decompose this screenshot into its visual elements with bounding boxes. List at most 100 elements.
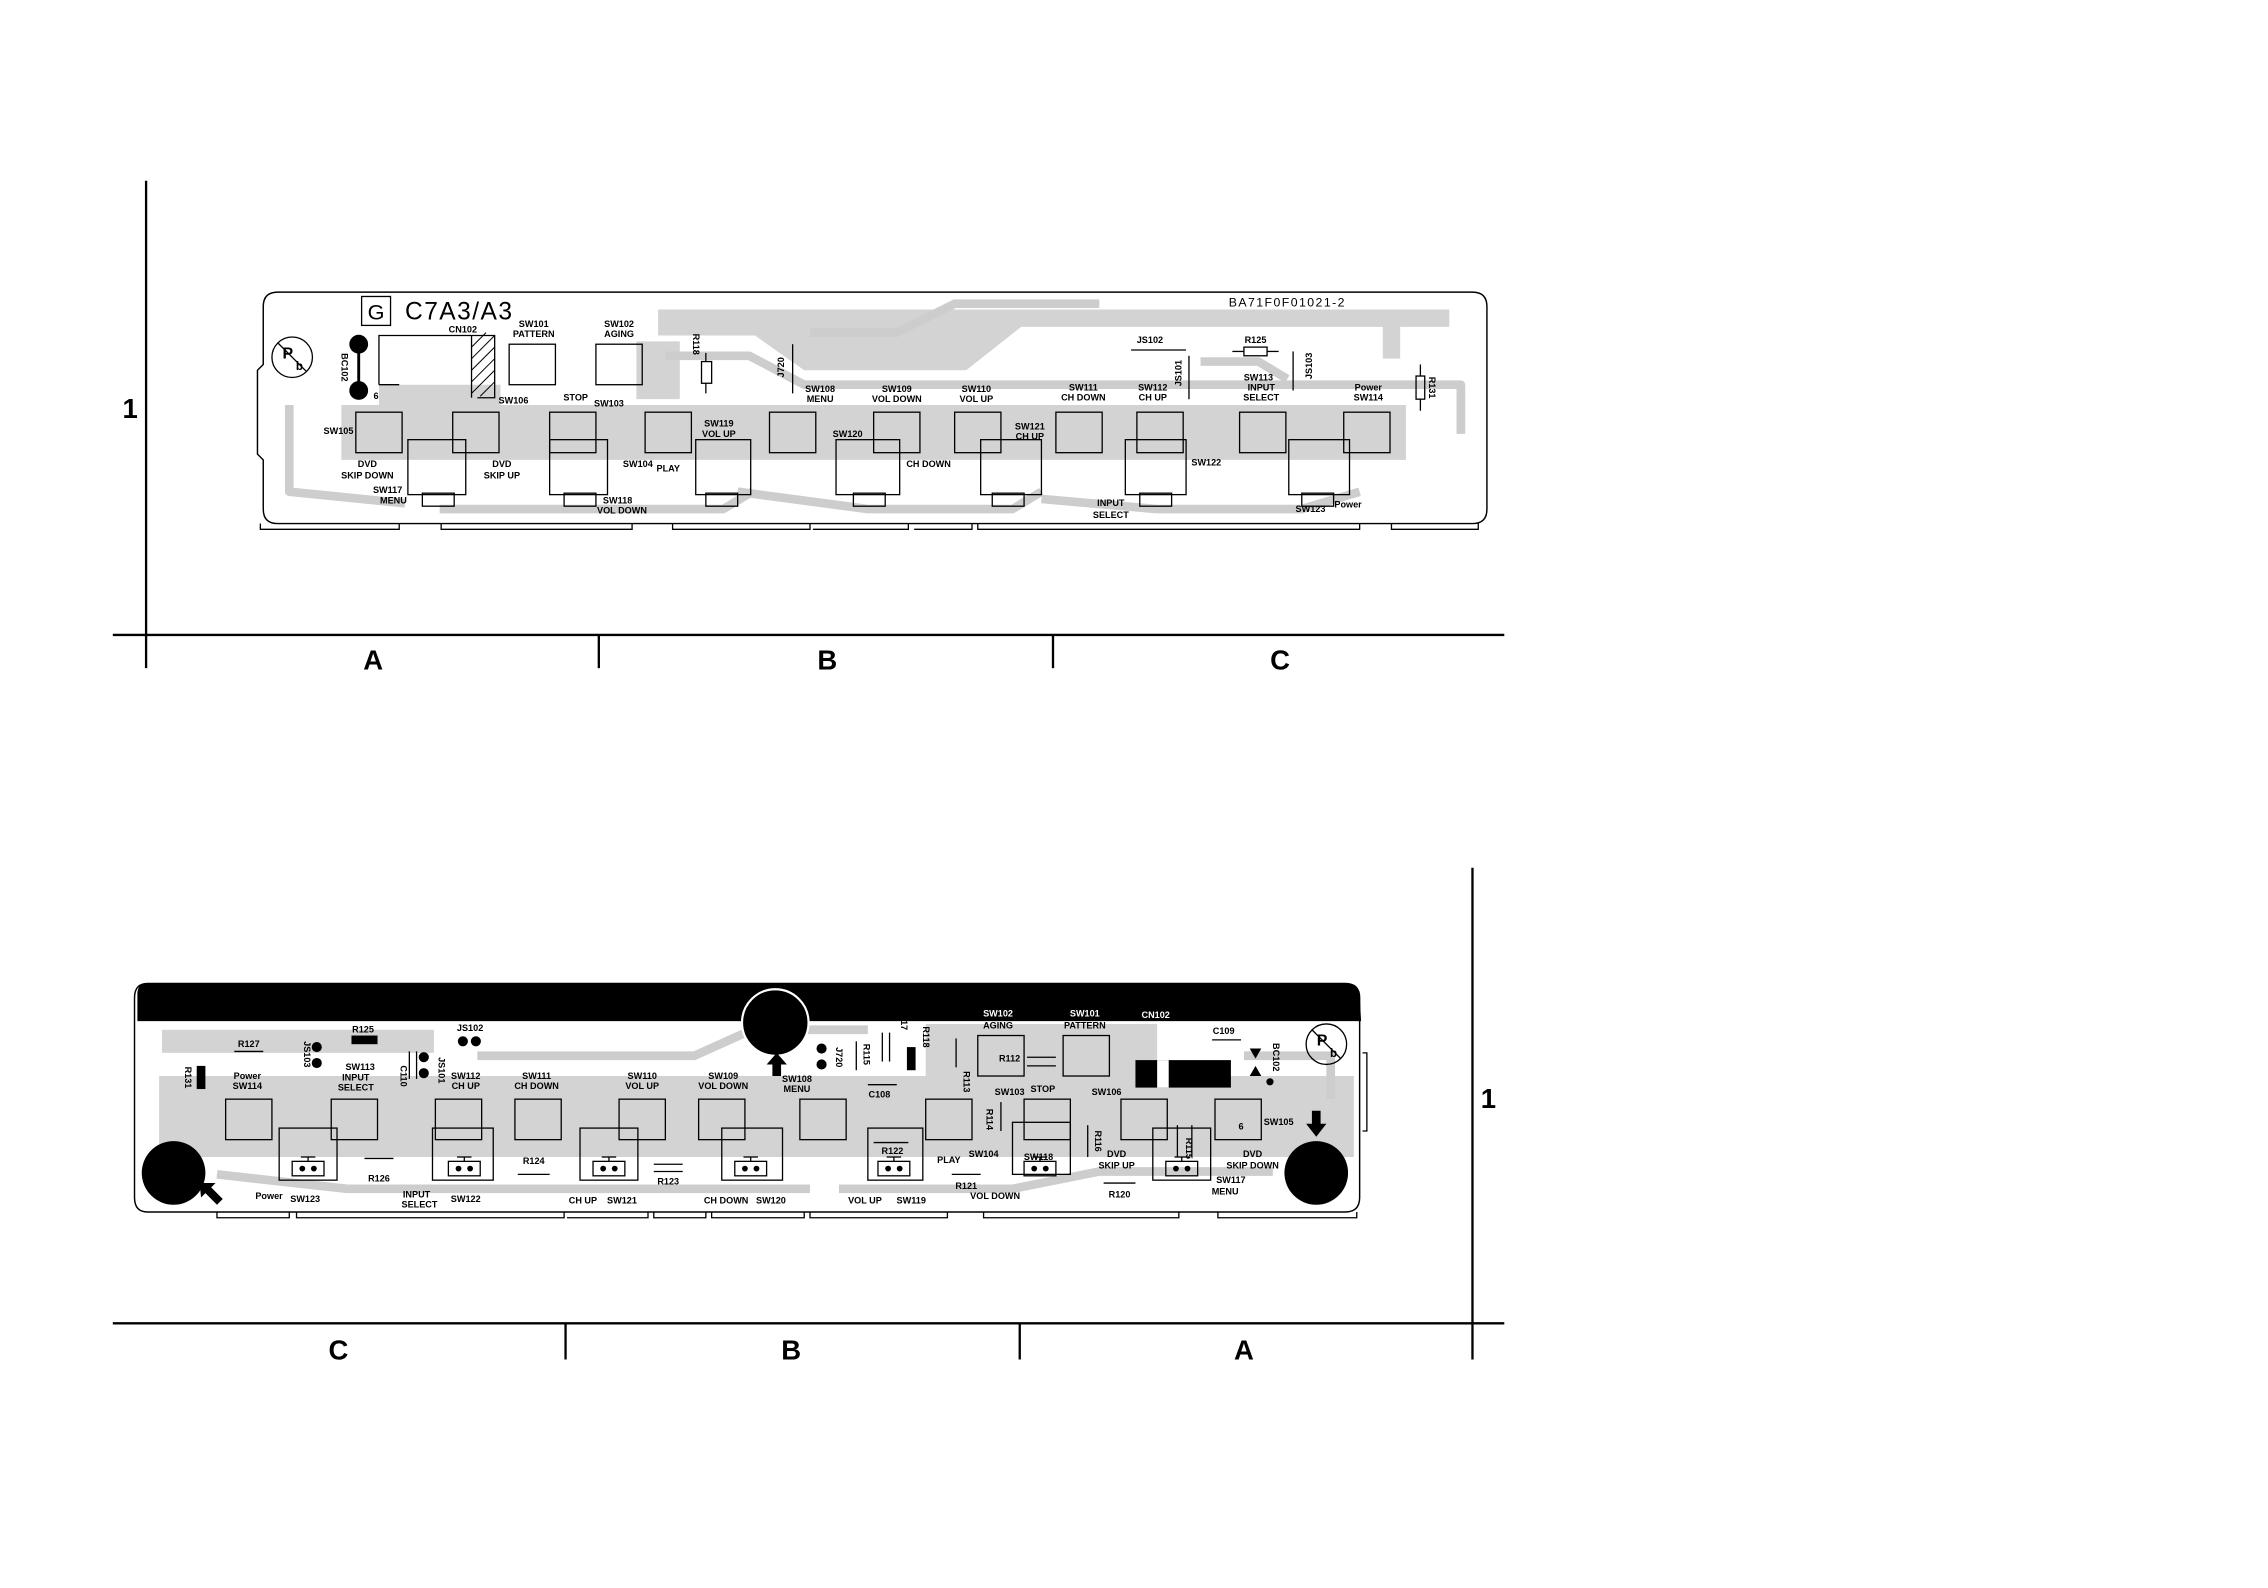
tact-switch-body [1011, 1121, 1072, 1176]
switch-pad [644, 411, 693, 454]
label-sw109: SW109 [708, 1071, 738, 1081]
mounting-hole [141, 1141, 206, 1205]
label-sw109: SW109 [882, 384, 912, 394]
label-sw110: SW110 [962, 384, 991, 394]
label-play: PLAY [937, 1155, 960, 1165]
label-sw122-function: INPUT [403, 1190, 431, 1200]
label-sw119: SW119 [897, 1195, 926, 1205]
label-sw104-function: PLAY [657, 463, 680, 473]
label-pin6: 6 [1238, 1122, 1243, 1132]
label-sw117: SW117 [373, 485, 402, 495]
label-c110: C110 [399, 1065, 409, 1086]
label-sw105-function: SKIP DOWN [341, 471, 393, 481]
tact-switch-body [431, 1127, 494, 1181]
label-stop: STOP [563, 393, 588, 403]
label-sw122: SW122 [451, 1194, 481, 1204]
label-sw119-function: VOL UP [848, 1195, 882, 1205]
top-grid-row-label: 1 [123, 393, 138, 424]
tact-switch-body [278, 1127, 338, 1181]
label-sw123-function: Power [255, 1191, 283, 1201]
bottom-grid-col-b: B [781, 1334, 801, 1365]
label-r131: R131 [1427, 377, 1437, 399]
label-sw122-function: SELECT [1093, 510, 1129, 520]
label-sw103: SW103 [995, 1087, 1025, 1097]
label-sw106-function: SKIP UP [1098, 1161, 1134, 1171]
tact-switch-body [980, 439, 1043, 496]
label-r121: R121 [955, 1181, 977, 1191]
label-r114: R114 [984, 1109, 994, 1131]
label-sw122: SW122 [1191, 458, 1221, 468]
label-sw120-function: CH DOWN [704, 1195, 749, 1205]
top-grid-col-a: A [363, 645, 383, 676]
bottom-grid-row-label: 1 [1481, 1083, 1496, 1114]
switch-pad [548, 411, 597, 454]
switch-pad [925, 1098, 973, 1141]
bottom-grid-col-c: C [329, 1334, 349, 1365]
label-sw106-function: DVD [492, 459, 512, 469]
bc102-component [349, 334, 369, 400]
tact-switch-body [579, 1127, 639, 1181]
switch-pad [1120, 1098, 1168, 1141]
label-c108: C108 [869, 1090, 891, 1100]
label-r125: R125 [352, 1025, 374, 1035]
label-r124: R124 [523, 1156, 546, 1166]
board-code-box [360, 295, 392, 327]
switch-pad [595, 343, 643, 386]
label-r120: R120 [1109, 1190, 1131, 1200]
bottom-grid-col-a: A [1234, 1334, 1254, 1365]
label-sw114: SW114 [1354, 393, 1384, 403]
label-sw113-function: SELECT [1243, 393, 1279, 403]
label-sw119: SW119 [704, 419, 733, 429]
tact-switch-body [548, 439, 609, 496]
label-sw113-function: SELECT [338, 1082, 374, 1092]
svg-text:b: b [1330, 1048, 1337, 1060]
tact-switch-icon [447, 1156, 481, 1177]
switch-pad [514, 1098, 562, 1141]
label-cn102: CN102 [1142, 1010, 1170, 1020]
bc102-capacitor [1135, 1060, 1231, 1088]
label-r115: R115 [862, 1044, 872, 1065]
label-sw113: SW113 [345, 1062, 374, 1072]
top-small-parts [700, 344, 1426, 411]
label-sw108-function: MENU [807, 394, 834, 404]
label-r131: R131 [183, 1067, 193, 1089]
tact-switch-body [407, 439, 467, 496]
switch-pad [508, 343, 557, 386]
tact-switch-body [867, 1127, 924, 1181]
connector-cn102 [378, 332, 496, 399]
switch-pad [1055, 411, 1103, 454]
label-sw110-function: VOL UP [959, 394, 993, 404]
label-sw114-function: Power [1355, 382, 1383, 392]
bottom-board: P b [133, 982, 1368, 1219]
switch-pad [330, 1098, 379, 1141]
label-sw121: SW121 [607, 1195, 637, 1205]
label-sw108: SW108 [805, 384, 835, 394]
tact-switch-tab [563, 492, 597, 507]
label-sw114-function: Power [234, 1071, 262, 1081]
label-r118: R118 [691, 334, 701, 355]
label-sw103: SW103 [594, 398, 624, 408]
label-sw123: SW123 [290, 1194, 320, 1204]
label-sw101: SW101 [519, 319, 549, 329]
label-sw102-function: AGING [604, 329, 634, 339]
switch-pad [1238, 411, 1287, 454]
label-sw106-function: DVD [1107, 1149, 1127, 1159]
board-name: C7A3/A3 [405, 299, 514, 326]
label-sw110: SW110 [628, 1071, 657, 1081]
label-j720: J720 [834, 1047, 844, 1067]
label-bc102: BC102 [1271, 1043, 1281, 1071]
label-sw105-function: SKIP DOWN [1226, 1161, 1278, 1171]
label-sw117-function: MENU [380, 495, 407, 505]
label-sw105: SW105 [324, 426, 354, 436]
switch-pad [768, 411, 817, 454]
switch-pad [618, 1098, 667, 1141]
label-sw105-function: DVD [1243, 1149, 1263, 1159]
tact-switch-body [721, 1127, 784, 1181]
label-sw113: SW113 [1244, 372, 1273, 382]
switch-pad [1023, 1098, 1072, 1141]
label-sw118-function: VOL DOWN [597, 505, 647, 515]
lead-free-icon: P b [271, 336, 314, 379]
label-sw120-function: CH DOWN [906, 459, 951, 469]
label-sw112-function: CH UP [452, 1081, 480, 1091]
label-sw111-function: CH DOWN [514, 1081, 559, 1091]
